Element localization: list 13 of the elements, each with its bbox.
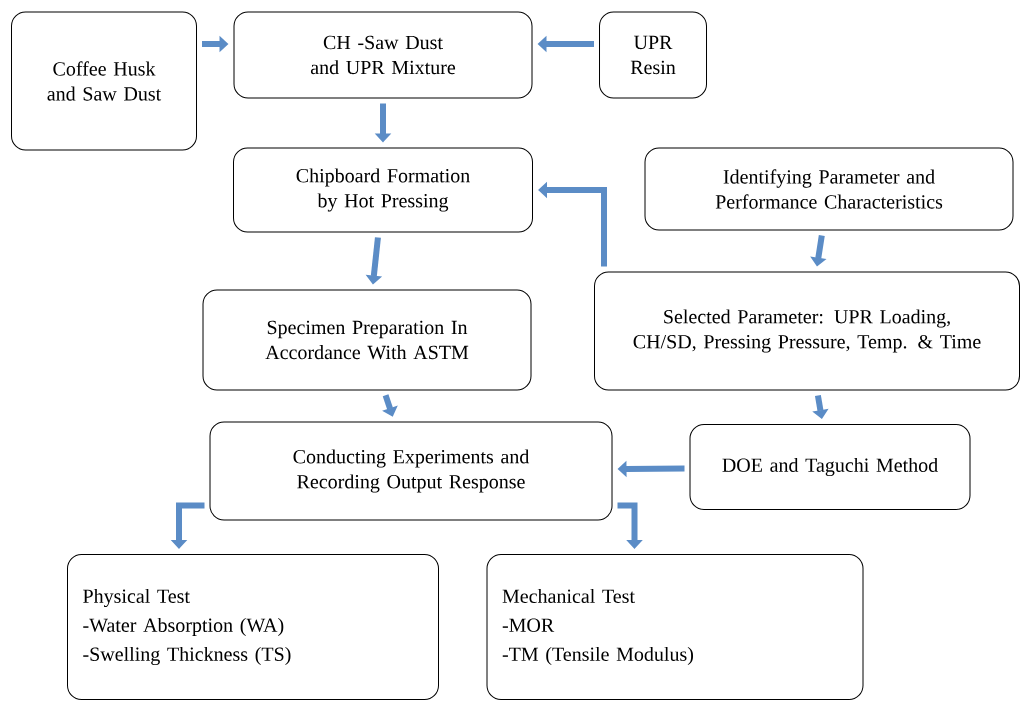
process-box: Coffee Husk and Saw Dust bbox=[11, 11, 197, 151]
process-box: Mechanical Test -MOR -TM (Tensile Modulus) bbox=[486, 554, 864, 700]
arrow bbox=[382, 394, 398, 417]
arrow bbox=[617, 502, 643, 549]
process-box: UPR Resin bbox=[599, 11, 707, 99]
process-box: DOE and Taguchi Method bbox=[689, 424, 971, 510]
process-box: Specimen Preparation In Accordance With ASTM bbox=[202, 289, 532, 391]
process-box: Physical Test -Water Absorption (WA) -Swelling Thickness (TS) bbox=[67, 554, 439, 700]
process-box: Selected Parameter: UPR Loading, CH/SD, Pressing Pressure, Temp. & Time bbox=[594, 271, 1020, 391]
process-box: Identifying Parameter and Performance Characteristics bbox=[644, 147, 1014, 231]
process-box: CH -Saw Dust and UPR Mixture bbox=[233, 11, 533, 99]
process-box: Chipboard Formation by Hot Pressing bbox=[233, 147, 533, 233]
process-box: Conducting Experiments and Recording Output Response bbox=[209, 421, 613, 521]
